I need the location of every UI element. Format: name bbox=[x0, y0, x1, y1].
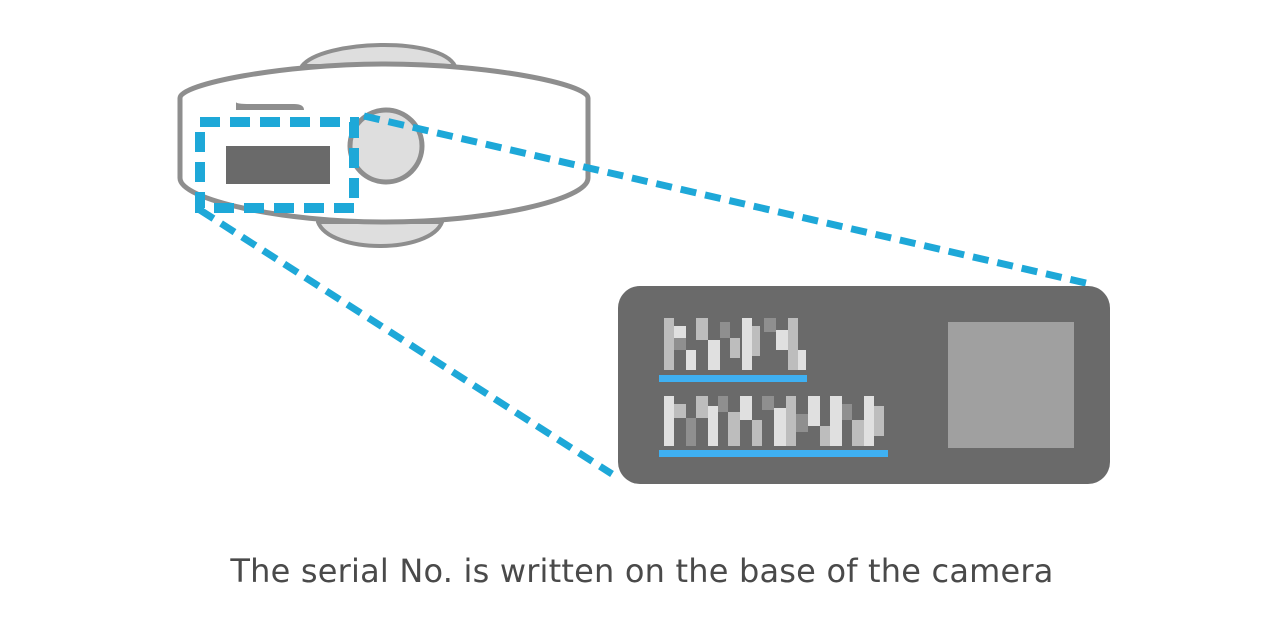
pixelated-text-icon bbox=[664, 396, 884, 446]
enlarged-label-panel bbox=[618, 286, 1110, 484]
underline-line-1 bbox=[659, 375, 807, 382]
camera-round-mount bbox=[347, 107, 425, 185]
camera-serial-label bbox=[226, 146, 330, 184]
camera-tab bbox=[236, 102, 304, 110]
highlight-box bbox=[195, 117, 359, 213]
underline-line-2 bbox=[659, 450, 888, 457]
camera-base-icon bbox=[177, 43, 591, 248]
callout-line-bottom bbox=[198, 207, 614, 477]
pixelated-text-icon bbox=[664, 318, 806, 370]
caption-text: The serial No. is written on the base of… bbox=[230, 552, 1054, 590]
panel-square bbox=[948, 322, 1074, 448]
camera-bottom-lens bbox=[316, 220, 444, 248]
camera-top-lens bbox=[300, 43, 457, 68]
